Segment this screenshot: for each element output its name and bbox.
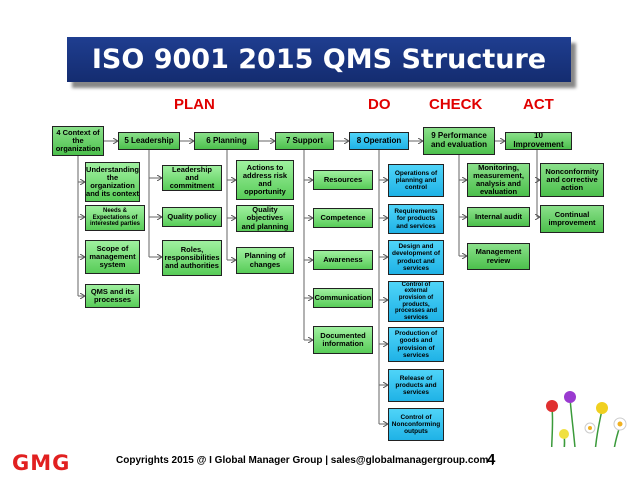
context-qms-processes: QMS and its processes [85, 284, 140, 308]
leadership-commitment: Leadership and commitment [162, 165, 222, 191]
leadership-quality-policy: Quality policy [162, 207, 222, 227]
clause-5-leadership: 5 Leadership [118, 132, 180, 150]
clause-6-planning: 6 Planning [194, 132, 259, 150]
page-number: 4 [487, 451, 496, 468]
performance-monitoring-measurement: Monitoring, measurement, analysis and ev… [467, 163, 530, 197]
operation-production-provision: Production of goods and provision of ser… [388, 327, 444, 362]
clause-10-improvement: 10 Improvement [505, 132, 572, 150]
support-communication: Communication [313, 288, 373, 308]
clause-8-operation: 8 Operation [349, 132, 409, 150]
copyright-text: Copyrights 2015 @ I Global Manager Group… [116, 455, 494, 466]
operation-requirements-products-services: Requirements for products and services [388, 204, 444, 234]
planning-actions-risk-opportunity: Actions to address risk and opportunity [236, 160, 294, 200]
clause-9-performance-evaluation: 9 Performance and evaluation [423, 127, 495, 155]
context-understanding-organization: Understanding the organization and its c… [85, 162, 140, 202]
phase-act-label: ACT [523, 96, 554, 113]
operation-design-development: Design and development of product and se… [388, 240, 444, 275]
planning-changes: Planning of changes [236, 247, 294, 274]
operation-control-external-provision: Control of external provision of product… [388, 281, 444, 322]
phase-check-label: CHECK [429, 96, 483, 113]
improvement-nonconformity-corrective-action: Nonconformity and corrective action [540, 163, 604, 197]
operation-release-products-services: Release of products and services [388, 369, 444, 402]
support-resources: Resources [313, 170, 373, 190]
support-documented-information: Documented information [313, 326, 373, 354]
support-competence: Competence [313, 208, 373, 228]
support-awareness: Awareness [313, 250, 373, 270]
leadership-roles-responsibilities: Roles, responsibilities and authorities [162, 240, 222, 276]
planning-quality-objectives: Quality objectives and planning [236, 205, 294, 232]
improvement-continual-improvement: Continual improvement [540, 205, 604, 233]
context-scope-management-system: Scope of management system [85, 240, 140, 274]
performance-management-review: Management review [467, 243, 530, 270]
footer [0, 447, 638, 478]
operation-planning-control: Operations of planning and control [388, 164, 444, 197]
clause-7-support: 7 Support [275, 132, 334, 150]
slide-title: ISO 9001 2015 QMS Structure [67, 37, 571, 82]
gmg-logo: GMG [12, 451, 71, 475]
phase-do-label: DO [368, 96, 391, 113]
performance-internal-audit: Internal audit [467, 207, 530, 227]
context-needs-expectations: Needs & Expectations of interested parti… [85, 205, 145, 231]
phase-plan-label: PLAN [174, 96, 215, 113]
clause-4-context: 4 Context of the organization [52, 126, 104, 156]
operation-control-nonconforming-outputs: Control of Nonconforming outputs [388, 408, 444, 441]
